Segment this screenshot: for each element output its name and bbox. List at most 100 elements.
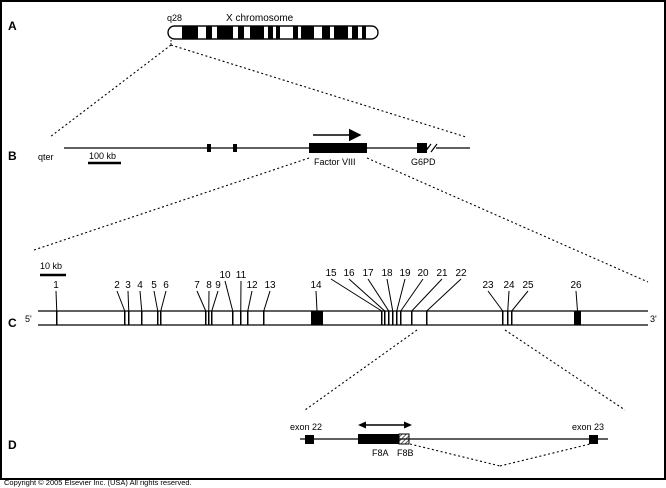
exon-label-3: 3 (125, 280, 131, 291)
panel-a: q28 X chromosome (50, 13, 466, 137)
exon-leader-13 (264, 291, 270, 311)
exon-label-20: 20 (417, 268, 429, 279)
copyright-notice: Copyright © 2005 Elsevier Inc. (USA) All… (4, 478, 192, 487)
chromosome-title: X chromosome (226, 13, 294, 24)
x-chromosome-ideogram (168, 26, 378, 39)
exon-leader-9 (212, 291, 218, 311)
exon-leader-24 (508, 291, 509, 311)
exon-leader-1 (56, 291, 57, 311)
exon-label-7: 7 (194, 280, 200, 291)
exon-leader-15 (331, 279, 382, 311)
panel-label-a: A (8, 19, 17, 33)
panel-b: qter 100 kb Factor VIII G6PD (34, 135, 648, 282)
exon-label-5: 5 (151, 280, 157, 291)
exon-leader-5 (154, 291, 158, 311)
exon-label-25: 25 (522, 280, 534, 291)
exon-label-10: 10 (219, 270, 231, 281)
exon-18 (392, 311, 394, 325)
f8a-box (358, 434, 399, 444)
exon-label-6: 6 (163, 280, 169, 291)
exon-label-16: 16 (343, 268, 355, 279)
exon-leader-10 (225, 281, 233, 311)
exon-leader-23 (488, 291, 503, 311)
exon-label-14: 14 (310, 280, 322, 291)
exon-leader-3 (128, 291, 129, 311)
exon-label-9: 9 (215, 280, 221, 291)
zoom-line-b-right (367, 158, 648, 282)
zoom-line-a-right (171, 45, 466, 137)
exon-24 (507, 311, 509, 325)
exon-11 (240, 311, 242, 325)
exon-label-24: 24 (503, 280, 515, 291)
exon-10 (232, 311, 234, 325)
exon-12 (247, 311, 249, 325)
exon-9 (211, 311, 213, 325)
exon-leader-21 (412, 279, 442, 311)
exon-leader-22 (427, 279, 461, 311)
zoom-line-b-left (34, 158, 309, 250)
exon-leader-7 (197, 291, 206, 311)
factor-viii-label: Factor VIII (314, 157, 356, 167)
f8b-label: F8B (397, 448, 414, 458)
exon-label-11: 11 (236, 270, 247, 281)
exon-label-22: 22 (455, 268, 467, 279)
exon-leader-18 (387, 279, 393, 311)
exon-7 (205, 311, 207, 325)
exon-13 (263, 311, 265, 325)
panel-d: exon 22 exon 23 F8A F8B (290, 422, 608, 467)
exon-20 (400, 311, 402, 325)
f8b-box (399, 434, 409, 444)
exon-15 (381, 311, 383, 325)
exon-5 (157, 311, 159, 325)
g6pd-gene-box (417, 143, 427, 153)
exon-label-1: 1 (53, 280, 59, 291)
exon-label-18: 18 (381, 268, 393, 279)
splice-line-left (410, 444, 500, 466)
exon-22-box (305, 435, 314, 444)
exon-leader-12 (248, 291, 252, 311)
exon-label-17: 17 (362, 268, 374, 279)
exon-22-label: exon 22 (290, 422, 322, 432)
exon-label-19: 19 (399, 268, 411, 279)
scale-label-c: 10 kb (40, 261, 62, 271)
splice-line-right (500, 444, 590, 466)
panel-label-d: D (8, 438, 17, 452)
qter-label: qter (38, 152, 54, 162)
exon-label-23: 23 (482, 280, 494, 291)
marker-1 (207, 144, 211, 152)
zoom-line-c-right (505, 330, 625, 410)
exon-8 (208, 311, 210, 325)
exon-leader-14 (316, 291, 317, 311)
f8a-label: F8A (372, 448, 389, 458)
exon-3 (128, 311, 130, 325)
exon-label-12: 12 (246, 280, 258, 291)
exon-leader-25 (512, 291, 528, 311)
exon-21 (411, 311, 413, 325)
five-prime-label: 5' (25, 314, 32, 324)
exon-4 (141, 311, 143, 325)
exon-leader-26 (576, 291, 578, 311)
exon-23 (502, 311, 504, 325)
panel-label-c: C (8, 316, 17, 330)
exon-26 (574, 311, 581, 325)
exon-23-label: exon 23 (572, 422, 604, 432)
exon-1 (56, 311, 58, 325)
exon-leader-4 (140, 291, 142, 311)
three-prime-label: 3' (650, 314, 657, 324)
exon-label-21: 21 (436, 268, 448, 279)
g6pd-label: G6PD (411, 157, 436, 167)
exon-14 (311, 311, 323, 325)
zoom-line-c-left (305, 330, 417, 410)
exon-label-26: 26 (570, 280, 582, 291)
zoom-line-a-left (50, 45, 171, 137)
factor-viii-gene-box (309, 143, 367, 153)
exon-22 (426, 311, 428, 325)
exon-19 (396, 311, 398, 325)
exon-25 (511, 311, 513, 325)
exon-leader-16 (349, 279, 385, 311)
exon-leader-6 (161, 291, 166, 311)
